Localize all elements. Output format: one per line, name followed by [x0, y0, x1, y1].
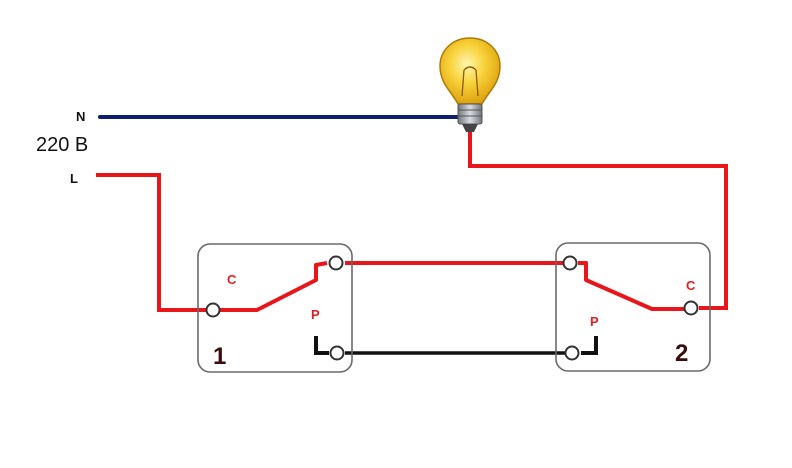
switch-1-number: 1	[213, 343, 226, 370]
switch-1-lower-terminal	[329, 345, 345, 361]
switch-2-upper-terminal	[562, 255, 578, 271]
switch-2-lever	[578, 261, 684, 311]
switch-1-housing	[197, 243, 353, 373]
switch-1-lever	[220, 261, 328, 312]
switch-2-lower-terminal	[564, 345, 580, 361]
switch-1-traveler-label: P	[311, 307, 320, 322]
bulb-contact	[462, 124, 478, 132]
phase-label: L	[70, 171, 78, 186]
switch-2-p-contact	[581, 336, 598, 355]
bulb-glass	[439, 37, 501, 105]
switch-2-traveler-label: P	[590, 314, 599, 329]
light-bulb-icon	[439, 37, 501, 132]
switch-1: C P 1	[197, 243, 353, 373]
switch-2-housing	[555, 242, 711, 372]
switch-2-number: 2	[675, 340, 688, 367]
switch-1-p-contact	[314, 336, 329, 355]
voltage-label: 220 B	[36, 134, 88, 156]
bulb-base	[457, 103, 483, 125]
switch-1-upper-terminal	[328, 255, 344, 271]
switch-1-common-label: C	[227, 272, 237, 287]
lamp-wire-to-switch-2	[468, 132, 728, 310]
bulb-filament	[461, 66, 479, 97]
neutral-label: N	[76, 109, 85, 124]
phase-wire-to-switch-1	[96, 173, 206, 312]
switch-2: C P 2	[555, 242, 711, 372]
switch-2-common-label: C	[686, 278, 696, 293]
switch-2-common-terminal	[683, 300, 699, 316]
switch-1-common-terminal	[205, 302, 221, 318]
